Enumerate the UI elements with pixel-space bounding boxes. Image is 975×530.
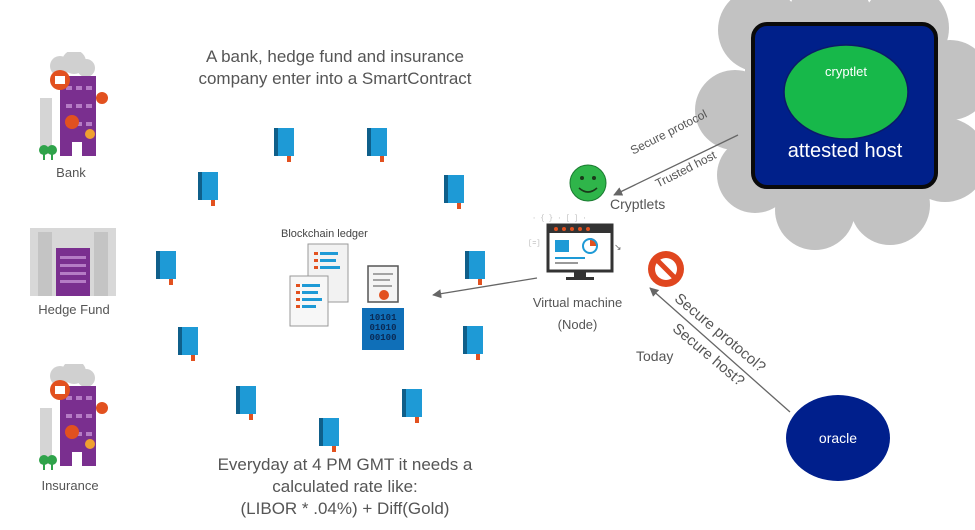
insurance-building-icon (36, 364, 116, 474)
book-icon (274, 128, 294, 162)
cryptlet-ellipse (783, 44, 909, 140)
book-icon (156, 251, 176, 285)
binary-row: 10101 (369, 313, 397, 323)
book-icon (198, 172, 218, 206)
bottom-caption-line-2: calculated rate like: (272, 477, 418, 496)
binary-row: 00100 (369, 333, 397, 343)
hedge-fund-building-icon (30, 226, 118, 298)
oracle-circle (786, 395, 890, 481)
binary-row: 01010 (369, 323, 397, 333)
oracle-label: oracle (818, 430, 858, 446)
bottom-caption: Everyday at 4 PM GMT it needs a calculat… (190, 454, 500, 520)
title-line-2: company enter into a SmartContract (198, 69, 472, 88)
svg-text:↘: ↘ (614, 242, 622, 252)
svg-text:· { } · [ ] ·: · { } · [ ] · (532, 215, 587, 223)
attested-host-label: attested host (787, 140, 903, 162)
vm-label-line-2: (Node) (557, 317, 598, 332)
trusted-arrow (613, 134, 739, 196)
certificate-icon (367, 265, 399, 303)
vm-label: Virtual machine (Node) (515, 292, 640, 336)
no-entry-icon (648, 251, 684, 287)
svg-text:[=]: [=] (528, 240, 541, 248)
title-line-1: A bank, hedge fund and insurance (205, 47, 465, 66)
book-icon (465, 251, 485, 285)
title: A bank, hedge fund and insurance company… (180, 46, 490, 90)
vm-label-line-1: Virtual machine (532, 295, 623, 310)
book-icon (463, 326, 483, 360)
book-icon (236, 386, 256, 420)
binary-block (362, 308, 404, 350)
today-label: Today (636, 348, 674, 364)
ledger-scroll-icon (289, 243, 349, 327)
book-icon (444, 175, 464, 209)
ledger-label: Blockchain ledger (281, 228, 368, 240)
bottom-caption-line-1: Everyday at 4 PM GMT it needs a (217, 455, 473, 474)
cryptlet-label: cryptlet (825, 64, 867, 79)
untrusted-arrow (649, 287, 791, 413)
book-icon (402, 389, 422, 423)
insurance-label: Insurance (41, 478, 99, 493)
vm-to-ledger-arrow (432, 277, 538, 299)
bottom-caption-line-3: (LIBOR * .04%) + Diff(Gold) (240, 499, 450, 518)
binary-text: 10101 01010 00100 (362, 313, 404, 343)
book-icon (178, 327, 198, 361)
book-icon (319, 418, 339, 452)
cryptlets-label: Cryptlets (610, 196, 666, 212)
bank-label: Bank (56, 165, 86, 180)
virtual-machine-icon: · { } · [ ] · [=] ↘ (528, 215, 622, 280)
hedge-fund-label: Hedge Fund (38, 302, 110, 317)
smiley-icon (569, 164, 607, 202)
book-icon (367, 128, 387, 162)
bank-building-icon (36, 52, 116, 164)
